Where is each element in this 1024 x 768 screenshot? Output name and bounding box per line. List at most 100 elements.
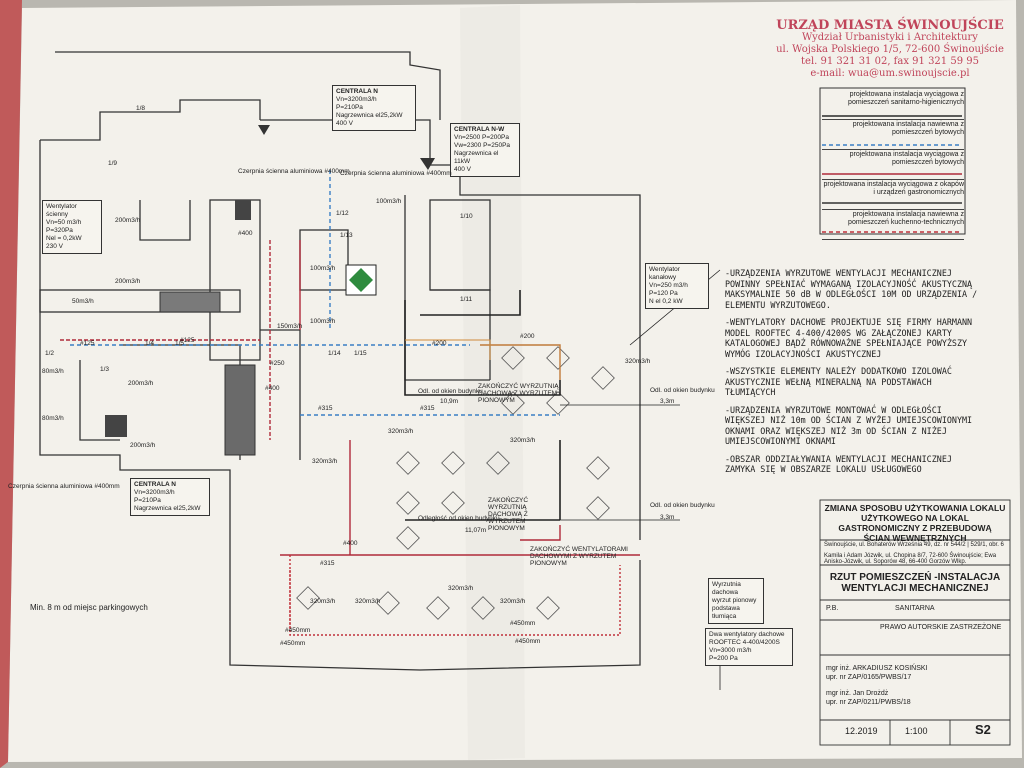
drawing-date: 12.2019: [845, 726, 878, 736]
note: -URZĄDZENIA WYRZUTOWE WENTYLACJI MECHANI…: [725, 268, 978, 310]
czerpnia-label: Czerpnia ścienna aluminiowa #400mm: [238, 168, 350, 175]
duct-size: #400: [265, 385, 280, 392]
room-number: 1/3: [100, 366, 110, 373]
duct-size: #125: [80, 340, 95, 347]
box-line: P=210Pa: [134, 497, 161, 504]
duct-size: #200: [432, 340, 447, 347]
duct-size: #200: [520, 333, 535, 340]
design-notes: -URZĄDZENIA WYRZUTOWE WENTYLACJI MECHANI…: [725, 268, 985, 482]
box-line: Nagrzewnica el 11kW: [454, 150, 499, 165]
duct-size: #125: [180, 337, 195, 344]
duct-size: #400: [343, 540, 358, 547]
box-line: 400 V: [336, 120, 353, 127]
box-line: wyrzut pionowy: [712, 597, 757, 604]
duct-size: #450mm: [285, 627, 311, 634]
section-arrow-icon: [258, 125, 270, 135]
box-line: P=210Pa: [336, 104, 363, 111]
wyrzutnia-note: ZAKOŃCZYĆ WYRZUTNIĄ DACHOWĄ Z WYRZUTEM P…: [488, 497, 529, 532]
box-line: Dwa wentylatory dachowe: [709, 631, 785, 638]
room-number: 1/2: [45, 350, 55, 357]
note: -WENTYLATORY DACHOWE PROJEKTUJE SIĘ FIRM…: [725, 317, 973, 359]
box-line: CENTRALA N-W: [454, 126, 505, 133]
flow-label: 200m3/h: [115, 278, 141, 285]
flow-label: 50m3/h: [72, 298, 94, 305]
note: -OBSZAR ODDZIAŁYWANIA WENTYLACJI MECHANI…: [725, 453, 952, 475]
stamp-line: ul. Wojska Polskiego 1/5, 72-600 Świnouj…: [776, 44, 1004, 55]
room-number: 1/4: [145, 340, 155, 347]
flow-label: 80m3/h: [42, 415, 64, 422]
building-walls: [39, 51, 641, 671]
room-number: 1/8: [136, 105, 146, 112]
box-line: Nagrzewnica el25,2kW: [134, 505, 201, 512]
checker: mgr inż. Jan Drożdż: [826, 690, 889, 697]
box-line: P=320Pa: [46, 227, 73, 234]
box-line: N el 0,2 kW: [649, 298, 683, 305]
project-name: ZMIANA SPOSOBU UŻYTKOWANIA LOKALU UŻYTKO…: [824, 503, 1006, 543]
flow-label: 320m3/h: [448, 585, 474, 592]
kitchen-hood-2: [224, 364, 256, 456]
legend-item: projektowana instalacja wyciągowa z pomi…: [822, 150, 964, 180]
room-number: 1/5: [175, 340, 185, 347]
czerpnia-label: Czerpnia ścienna aluminiowa #400mm: [340, 170, 452, 177]
exhaust-ducts: [60, 240, 640, 636]
project-title: ZMIANA SPOSOBU UŻYTKOWANIA LOKALU UŻYTKO…: [824, 503, 1006, 543]
wentylator-kanalowy-box: Wentylator kanałowy Vn=250 m3/h P=120 Pa…: [645, 263, 709, 309]
room-number: 1/12: [336, 210, 349, 217]
distance-label: Odl. od okien budynku: [418, 388, 483, 395]
duct-size: #315: [318, 405, 333, 412]
branch: SANITARNA: [895, 605, 935, 612]
czerpnia-label: Czerpnia ścienna aluminiowa #400mm: [8, 483, 120, 490]
legend-item: projektowana instalacja wyciągowa z okap…: [822, 180, 964, 210]
box-line: Nagrzewnica el25,2kW: [336, 112, 403, 119]
orange-duct: [480, 344, 561, 380]
investor: Kamila i Adam Józwik, ul. Chopina 8/7, 7…: [824, 553, 997, 565]
stamp-line: tel. 91 321 31 02, fax 91 321 59 95: [801, 56, 979, 67]
distance-value: 3,3m: [660, 398, 675, 405]
stamp-title: URZĄD MIASTA ŚWINOUJŚCIE: [776, 18, 1004, 33]
paper-fold: [460, 5, 525, 760]
centrala-nw-box: CENTRALA N-W Vn=2500 P=200Pa Vw=2300 P=2…: [450, 123, 520, 177]
legend-item: projektowana instalacja nawiewna z pomie…: [822, 120, 964, 150]
parking-note: Min. 8 m od miejsc parkingowych: [30, 603, 148, 612]
note: -URZĄDZENIA WYRZUTOWE MONTOWAĆ W ODLEGŁO…: [725, 404, 973, 447]
dining-tables: [296, 346, 615, 620]
distance-value: 10,9m: [440, 398, 459, 405]
drawing-title: RZUT POMIESZCZEŃ -INSTALACJA WENTYLACJI …: [824, 572, 1006, 594]
legend-frame: [819, 87, 966, 235]
wyrzutnia-box: Wyrzutnia dachowa wyrzut pionowy podstaw…: [708, 578, 764, 624]
city-office-stamp: URZĄD MIASTA ŚWINOUJŚCIE Wydział Urbanis…: [770, 18, 1010, 80]
sheet-number: S2: [975, 722, 991, 737]
distance-label: Odl. od okien budynku: [650, 387, 715, 394]
distance-label: Odległość od okien budynku: [418, 515, 500, 522]
flow-label: 200m3/h: [130, 442, 156, 449]
room-number: 1/15: [354, 350, 367, 357]
flow-label: 200m3/h: [115, 217, 141, 224]
duct-size: #450mm: [510, 620, 536, 627]
box-line: P=200 Pa: [709, 655, 738, 662]
duct-size: #315: [320, 560, 335, 567]
box-line: Vn=50 m3/h: [46, 219, 82, 226]
legend-item: projektowana instalacja wyciągowa z pomi…: [822, 90, 964, 120]
flow-label: 100m3/h: [310, 265, 336, 272]
north-arrow-icon: [420, 158, 435, 170]
flow-label: 150m3/h: [277, 323, 303, 330]
box-line: Vn=3000 m3/h: [709, 647, 752, 654]
flow-label: 80m3/h: [42, 368, 64, 375]
box-line: ROOFTEC 4-400/4200S: [709, 639, 780, 646]
distance-label: Odl. od okien budynku: [650, 502, 715, 509]
box-line: Vn=3200m3/h: [336, 96, 377, 103]
box-line: Wentylator kanałowy: [649, 266, 680, 281]
duct-size: #450mm: [280, 640, 306, 647]
box-line: Nel = 0,2kW: [46, 235, 82, 242]
box-line: P=120 Pa: [649, 290, 678, 297]
designer-permit: upr. nr ZAP/0165/PWBS/17: [826, 674, 912, 681]
box-line: Vw=2300 P=250Pa: [454, 142, 511, 149]
stamp-line: e-mail: wua@um.swinoujscie.pl: [810, 68, 970, 79]
note: -WSZYSTKIE ELEMENTY NALEŻY DODATKOWO IZO…: [725, 366, 952, 397]
kitchen-hood-1: [159, 291, 221, 313]
flow-label: 100m3/h: [310, 318, 336, 325]
box-line: 230 V: [46, 243, 63, 250]
room-outline: [405, 339, 491, 360]
phase: P.B.: [826, 605, 839, 612]
flow-label: 200m3/h: [128, 380, 154, 387]
